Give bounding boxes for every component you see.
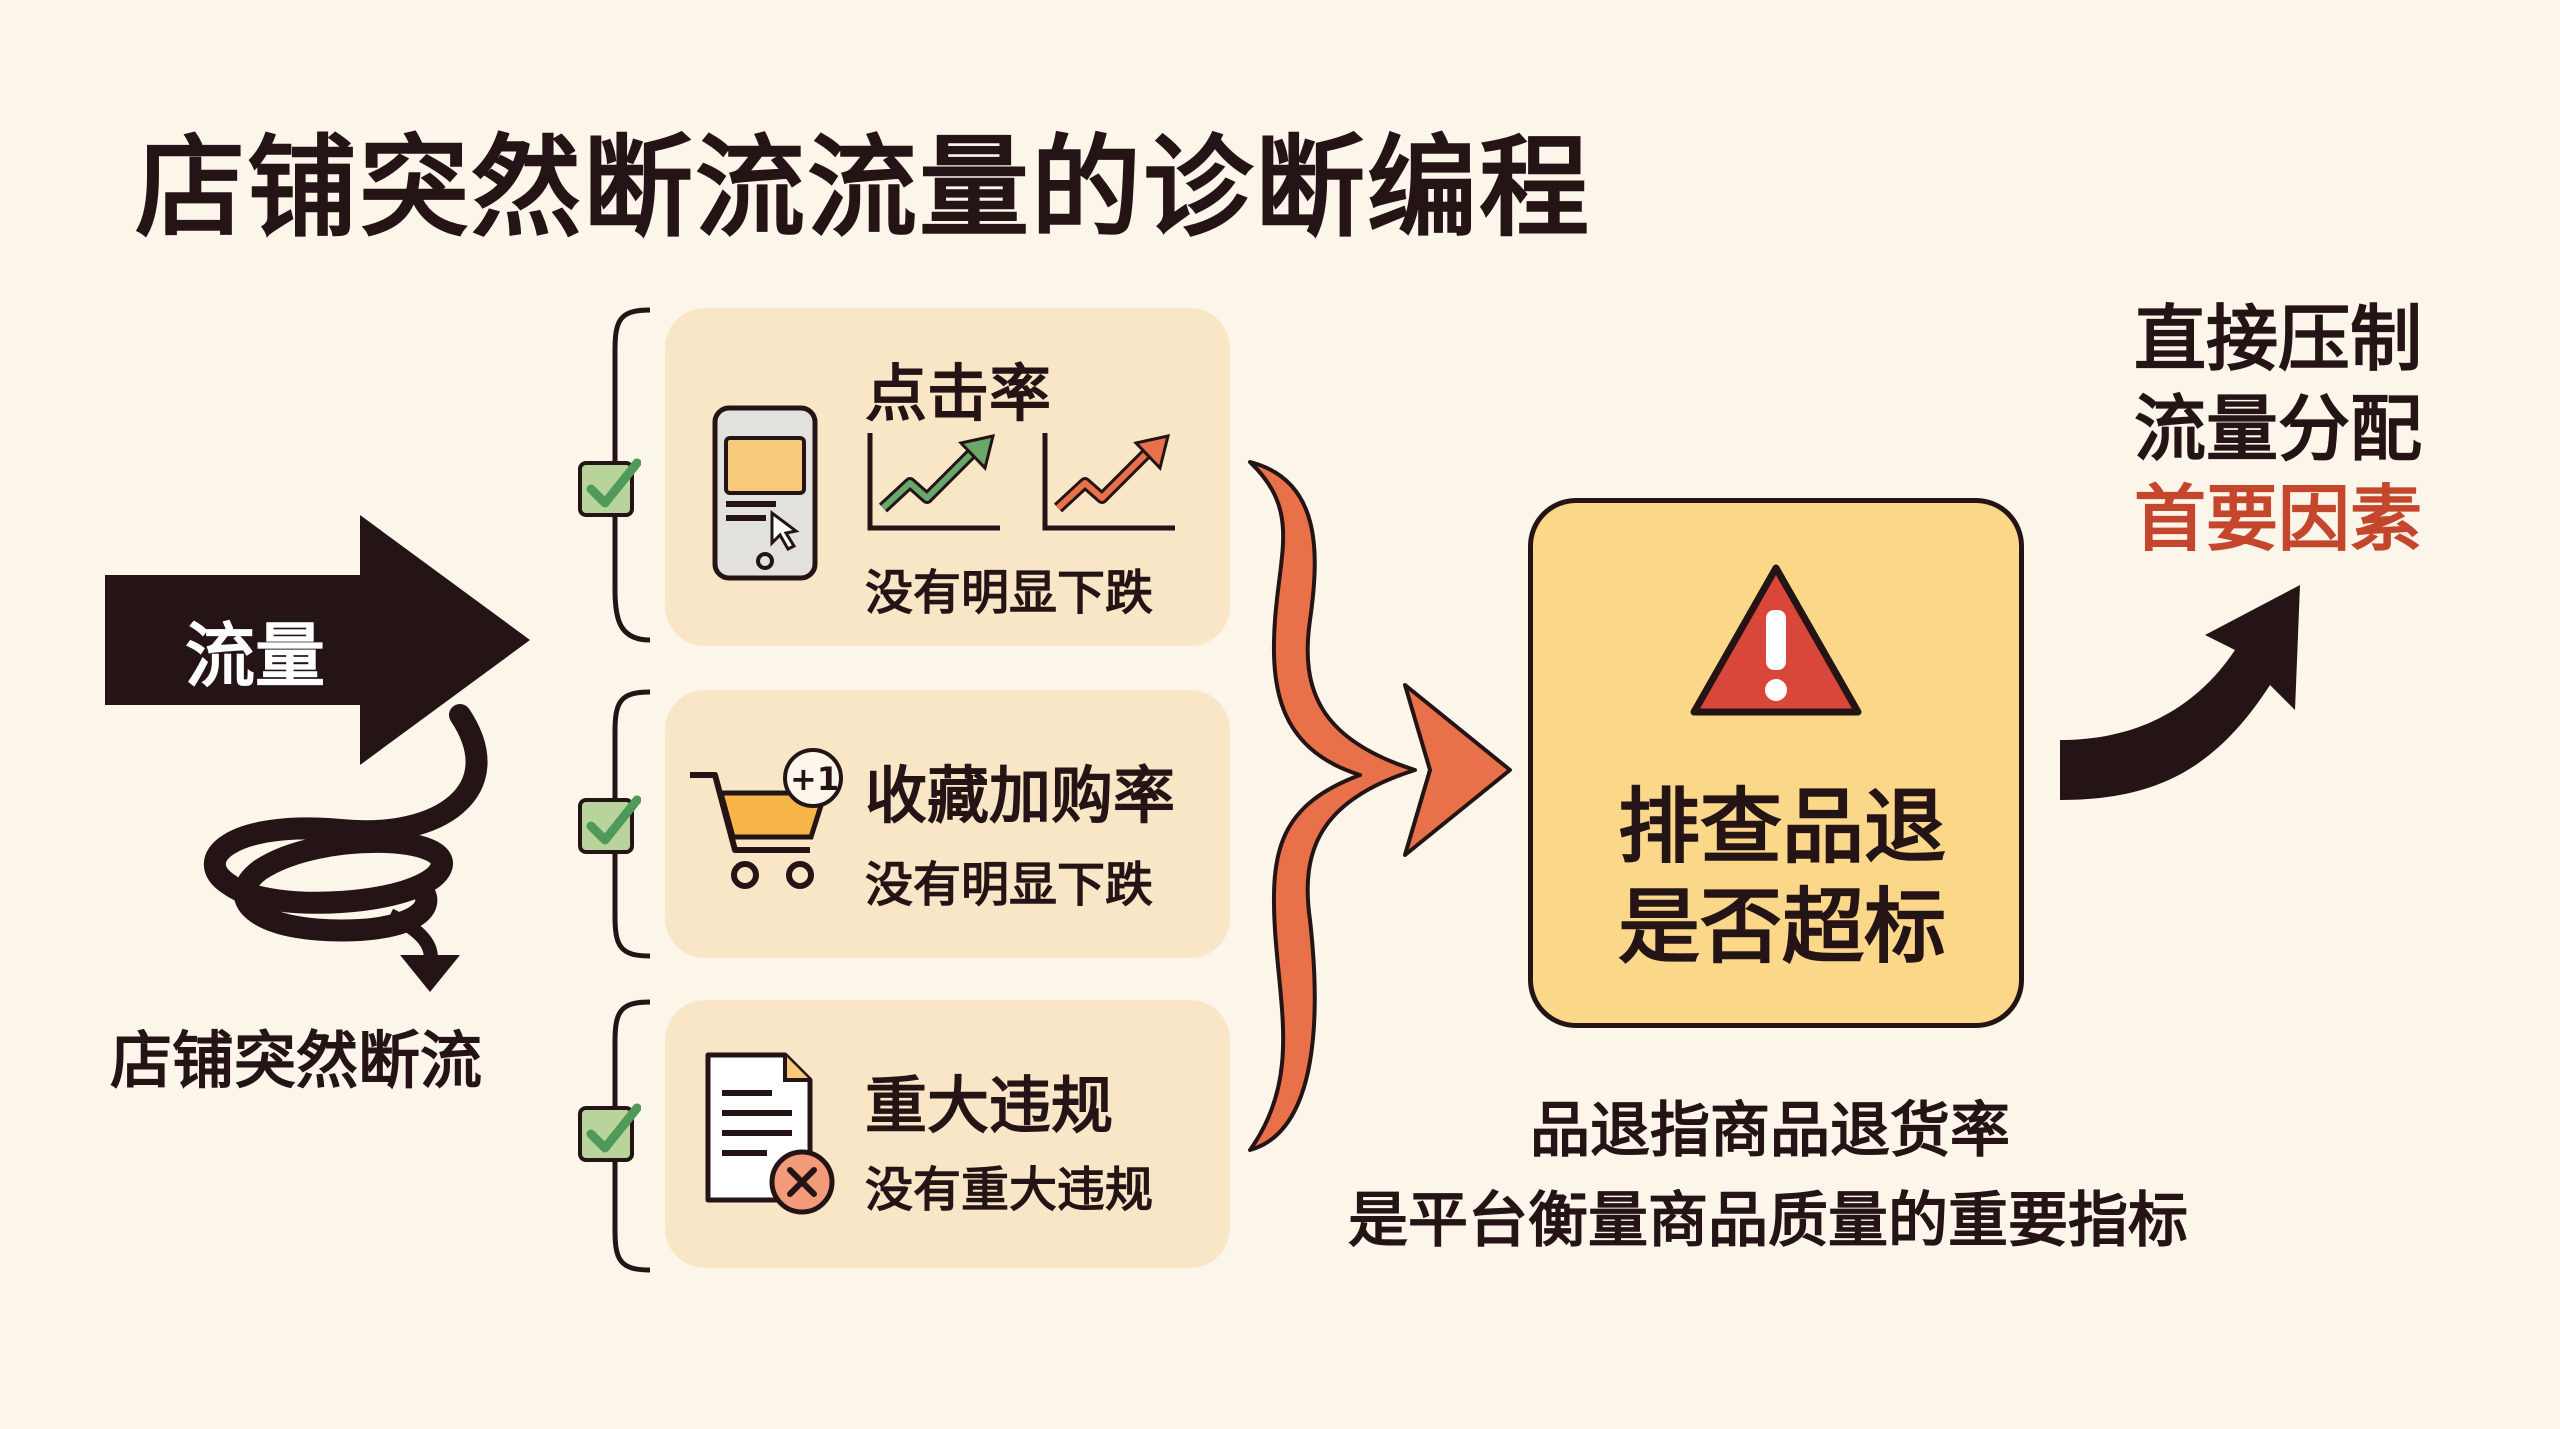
violation-title: 重大违规: [865, 1069, 1114, 1142]
cart-plus-one-icon: [690, 748, 843, 889]
note-line1: 品退指商品退货率: [1530, 1096, 2010, 1166]
favorite-cart-title: 收藏加购率: [865, 759, 1176, 832]
box-text-line1: 排查品退: [1618, 780, 1947, 875]
plus-one-badge: +1: [790, 760, 840, 798]
warning-triangle-icon: [1690, 564, 1862, 716]
result-line2: 流量分配: [2134, 387, 2423, 471]
check-icon: [578, 1103, 641, 1162]
trend-chart-orange-icon: [1042, 433, 1175, 531]
document-x-icon: [705, 1052, 835, 1215]
box-text-line2: 是否超标: [1618, 880, 1947, 975]
violation-subtitle: 没有重大违规: [865, 1162, 1154, 1218]
ctr-title: 点击率: [865, 357, 1052, 430]
note-line2: 是平台衡量商品质量的重要指标: [1348, 1186, 2188, 1256]
favorite-cart-subtitle: 没有明显下跌: [865, 857, 1154, 913]
traffic-label: 流量: [185, 615, 325, 697]
check-card-violation: 重大违规 没有重大违规: [665, 1000, 1230, 1268]
merge-arrow-icon: [1248, 460, 1512, 1152]
trend-chart-green-icon: [867, 433, 1000, 531]
check-icon: [578, 795, 641, 854]
result-highlight: 首要因素: [2134, 477, 2423, 561]
ctr-subtitle: 没有明显下跌: [865, 565, 1154, 621]
check-card-ctr: 点击率 没有明显下跌: [665, 308, 1230, 646]
page-title: 店铺突然断流流量的诊断编程: [135, 124, 1591, 252]
check-icon: [578, 458, 641, 517]
spiral-drop-icon: [203, 704, 488, 992]
phone-chart-icon: [712, 405, 818, 581]
result-line1: 直接压制: [2134, 297, 2423, 381]
result-arrow-icon: [2060, 585, 2300, 800]
check-card-favorite-cart: +1 收藏加购率 没有明显下跌: [665, 690, 1230, 958]
shop-cutoff-label: 店铺突然断流: [110, 1024, 483, 1097]
traffic-arrow-icon: [105, 515, 530, 765]
